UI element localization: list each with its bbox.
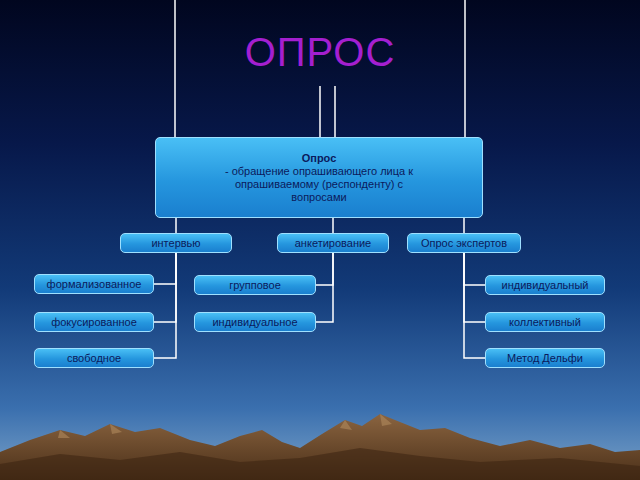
subtype-box: формализованное: [34, 274, 154, 294]
subtype-box: фокусированное: [34, 312, 154, 332]
subtype-box: групповое: [194, 275, 316, 295]
tree-connector: [154, 253, 176, 358]
box-label: анкетирование: [295, 237, 371, 250]
tree-connector: [464, 253, 485, 322]
mountains: [0, 414, 640, 480]
tree-connector: [464, 253, 485, 358]
category-box: анкетирование: [277, 233, 389, 253]
box-label: Опрос экспертов: [421, 237, 507, 250]
tree-connector: [464, 253, 485, 285]
box-label: фокусированное: [51, 316, 137, 329]
box-body: - обращение опрашивающего лица к опрашив…: [219, 165, 419, 204]
tree-connector: [154, 253, 176, 322]
box-label: интервью: [151, 237, 200, 250]
subtype-box: индивидуальный: [485, 275, 605, 295]
tree-connector: [175, 218, 177, 233]
subtype-box: свободное: [34, 348, 154, 368]
tree-connector: [332, 218, 334, 233]
box-label: коллективный: [509, 316, 581, 329]
box-label: формализованное: [47, 278, 142, 291]
subtype-box: коллективный: [485, 312, 605, 332]
definition-box: Опрос- обращение опрашивающего лица к оп…: [155, 137, 483, 218]
category-box: интервью: [120, 233, 232, 253]
tree-connector: [154, 253, 176, 284]
mountain-highlight: [58, 414, 392, 438]
tree-connector: [463, 218, 465, 233]
subtype-box: Метод Дельфи: [485, 348, 605, 368]
box-label: индивидуальный: [502, 279, 589, 292]
mountain-shade: [0, 448, 640, 480]
category-box: Опрос экспертов: [407, 233, 521, 253]
box-label: индивидуальное: [212, 316, 297, 329]
tree-connector: [316, 253, 333, 322]
box-label: групповое: [229, 279, 281, 292]
subtype-box: индивидуальное: [194, 312, 316, 332]
page-title: ОПРОС: [0, 30, 640, 75]
box-label: Метод Дельфи: [507, 352, 583, 365]
box-label: свободное: [67, 352, 121, 365]
tree-connector: [316, 253, 333, 285]
box-label: Опрос: [302, 152, 337, 165]
